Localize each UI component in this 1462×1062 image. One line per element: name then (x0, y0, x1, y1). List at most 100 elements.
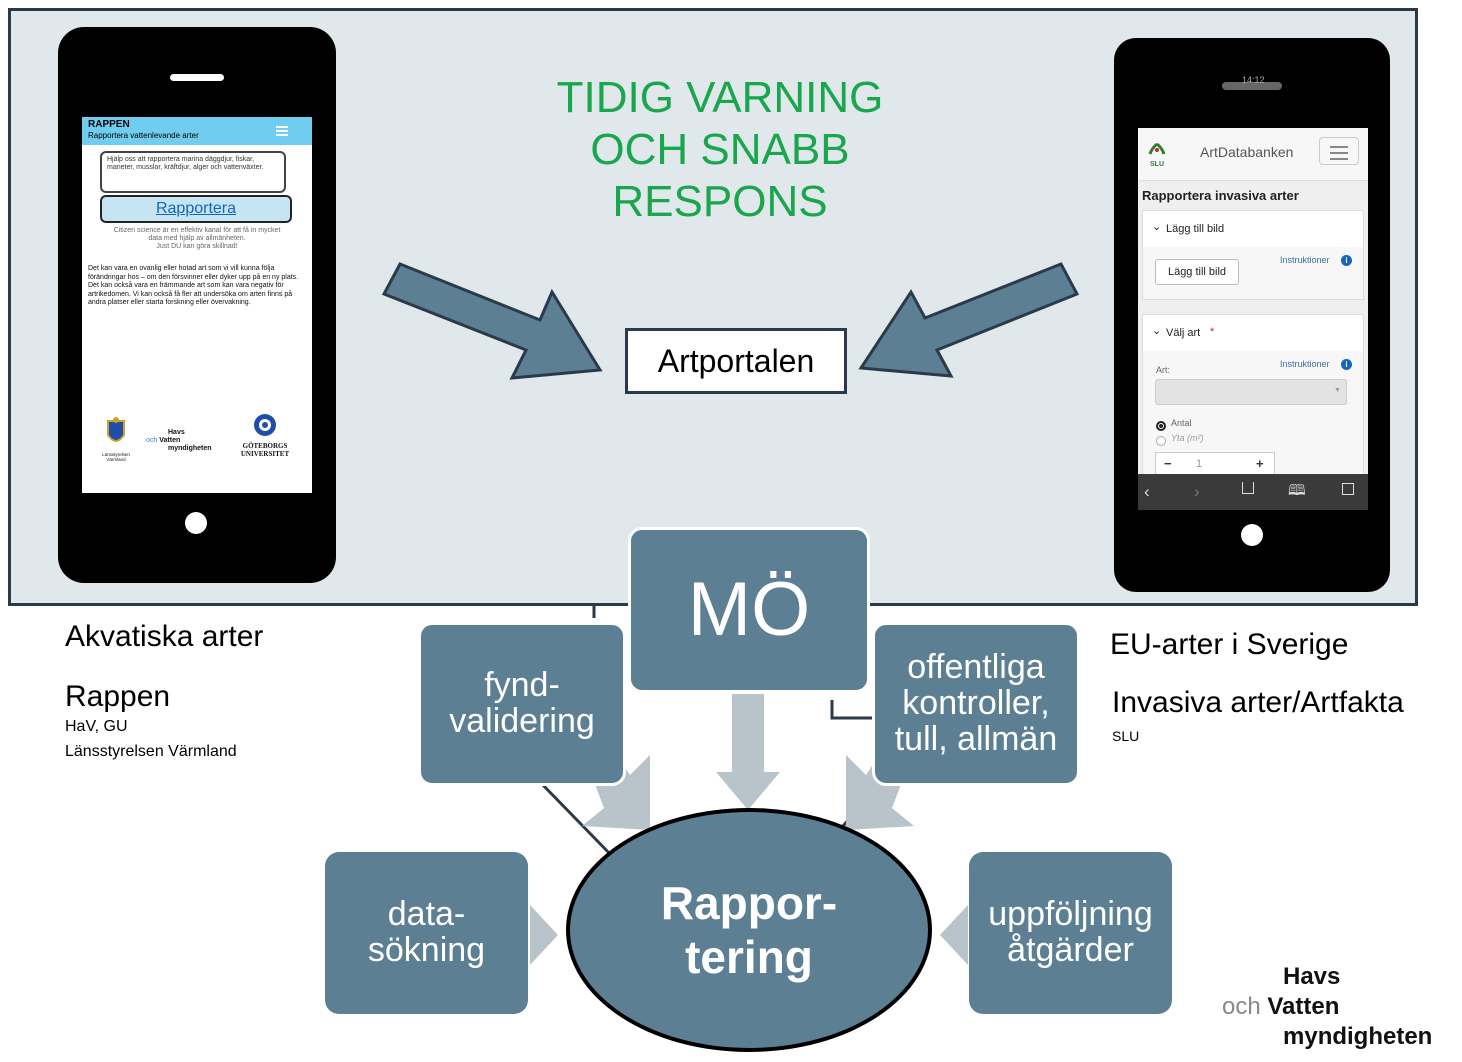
select-caret-icon: ▼ (1334, 387, 1341, 394)
rappen-title: RAPPEN (88, 119, 130, 130)
headline-line3: RESPONS (612, 177, 828, 226)
section-add-image-header[interactable]: ⌄ Lägg till bild (1143, 211, 1363, 247)
radio-area-label: Yta (m²) (1171, 433, 1204, 443)
slu-text: SLU (1150, 161, 1164, 168)
radio-count-icon[interactable] (1156, 421, 1166, 431)
tile-data-line1: data- (387, 895, 466, 934)
right-phone-home-button[interactable] (1241, 524, 1263, 546)
left-phone-home-button[interactable] (185, 512, 207, 534)
rappen-body-text: Det kan vara en ovanlig eller hotad art … (88, 265, 299, 306)
coat-of-arms-icon (107, 417, 125, 442)
tile-fynd-line1: fynd- (484, 666, 560, 705)
left-caption-line1: HaV, GU (65, 718, 128, 735)
rappen-header: RAPPEN Rapportera vattenlevande arter (82, 117, 312, 145)
right-caption-title: EU-arter i Sverige (1110, 628, 1349, 661)
hav-small-line2: Vatten (159, 437, 181, 444)
arrow-uppfoljning-left (940, 905, 968, 965)
left-phone-screen: RAPPEN Rapportera vattenlevande arter Hj… (82, 117, 312, 493)
left-phone-speaker (170, 74, 224, 81)
app-title: ArtDatabanken (1200, 144, 1294, 160)
left-phone: RAPPEN Rapportera vattenlevande arter Hj… (58, 27, 336, 583)
artportalen-box: Artportalen (625, 328, 847, 394)
section-choose-species-header[interactable]: ⌄ Välj art * (1143, 315, 1363, 351)
tile-uppfoljning: uppföljning åtgärder (969, 852, 1172, 1014)
tile-mo: MÖ (628, 527, 870, 693)
rappen-subtitle: Rapportera vattenlevande arter (88, 131, 199, 140)
gu-line1: GÖTEBORGS (242, 442, 288, 450)
hav-small-line1: Havs (168, 429, 185, 436)
speech-bubble: Hjälp oss att rapportera marina däggdjur… (100, 151, 286, 193)
headline-line2: OCH SNABB (590, 125, 850, 174)
tile-offentliga-line1: offentliga (907, 648, 1045, 687)
quantity-stepper[interactable]: − 1 + (1155, 452, 1275, 476)
hamburger-menu-icon[interactable] (276, 126, 288, 136)
bookmarks-icon[interactable]: 🕮 (1288, 482, 1306, 499)
share-icon[interactable] (1242, 482, 1254, 494)
tile-offentliga-line2: kontroller, (902, 684, 1050, 723)
left-caption-subtitle: Rappen (65, 680, 171, 713)
left-caption-title: Akvatiska arter (65, 620, 264, 653)
rapportera-button[interactable]: Rapportera (100, 195, 292, 223)
hav-small-line3: myndigheten (168, 445, 212, 452)
gu-line2: UNIVERSITET (240, 450, 290, 458)
forward-icon[interactable]: › (1194, 482, 1200, 501)
instructions-link-1[interactable]: Instruktioner (1280, 255, 1330, 265)
tile-offentliga: offentliga kontroller, tull, allmän (872, 622, 1080, 786)
report-page-title: Rapportera invasiva arter (1142, 188, 1299, 203)
required-mark: * (1210, 326, 1215, 338)
tile-mo-label: MÖ (687, 567, 811, 653)
status-time: 14:12 (1242, 75, 1265, 85)
back-icon[interactable]: ‹ (1144, 482, 1150, 501)
slu-logo: SLU (1144, 142, 1170, 168)
right-phone: 14:12 SLU ArtDatabanken Rapportera invas… (1114, 38, 1390, 592)
havochvatten-logo-small: Havs och Vatten myndigheten (146, 429, 212, 453)
slu-leaf-icon (1148, 142, 1166, 155)
chevron-down-icon-2: ⌄ (1152, 325, 1162, 337)
add-image-button[interactable]: Lägg till bild (1155, 259, 1239, 285)
stepper-minus[interactable]: − (1164, 456, 1172, 471)
tile-uppfoljning-line2: åtgärder (1007, 931, 1134, 969)
instructions-link-2[interactable]: Instruktioner (1280, 359, 1330, 369)
right-caption-subtitle: Invasiva arter/Artfakta (1112, 686, 1404, 719)
havochvatten-logo: Havs och Vatten myndigheten (1222, 962, 1432, 1052)
browser-toolbar: ‹ › 🕮 (1138, 474, 1368, 510)
menu-toggle-button[interactable] (1319, 137, 1359, 165)
section-add-image: ⌄ Lägg till bild Instruktioner i Lägg ti… (1142, 210, 1364, 300)
section-add-image-title: Lägg till bild (1166, 223, 1225, 235)
left-big-arrow (381, 262, 603, 380)
radio-area-icon[interactable] (1156, 436, 1166, 446)
headline: TIDIG VARNING OCH SNABB RESPONS (480, 72, 960, 228)
stepper-value[interactable]: 1 (1196, 458, 1203, 470)
arrow-fynd-down (582, 755, 650, 830)
artdatabanken-header: SLU ArtDatabanken (1138, 128, 1368, 181)
tile-fynd-line2: validering (449, 702, 595, 740)
tile-uppfoljning-line1: uppföljning (988, 895, 1153, 934)
chevron-down-icon: ⌄ (1152, 221, 1162, 233)
lansstyrelsen-text: Länsstyrelsen Värmland (102, 452, 130, 462)
tile-offentliga-line3: tull, allmän (894, 719, 1058, 758)
tile-datasokning: data- sökning (325, 852, 528, 1014)
section-choose-species-title: Välj art (1166, 327, 1201, 339)
footer-logo-prefix: och (1222, 993, 1261, 1020)
bubble-text: Hjälp oss att rapportera marina däggdjur… (107, 156, 264, 171)
headline-line1: TIDIG VARNING (556, 73, 884, 122)
right-phone-speaker (1222, 82, 1282, 90)
tabs-icon[interactable] (1342, 483, 1354, 495)
footer-logo-line1: Havs (1283, 963, 1341, 990)
species-select[interactable]: ▼ (1155, 379, 1347, 405)
hav-small-prefix: och (146, 437, 158, 444)
gu-logo: GÖTEBORGS UNIVERSITET (220, 413, 310, 458)
citizen-line1: Citizen science är en effektiv kanal för… (113, 227, 281, 234)
left-caption-line2: Länsstyrelsen Värmland (65, 743, 237, 760)
tile-data-line2: sökning (367, 931, 486, 969)
info-icon-2[interactable]: i (1341, 359, 1352, 370)
lansstyrelsen-logo: Länsstyrelsen Värmland (98, 417, 134, 467)
artportalen-label: Artportalen (657, 342, 815, 379)
section-choose-species: ⌄ Välj art * Instruktioner i Art: ▼ Anta… (1142, 314, 1364, 510)
footer-logo-line3: myndigheten (1283, 1023, 1433, 1050)
gu-seal-icon (254, 414, 276, 436)
species-label: Art: (1156, 365, 1171, 375)
info-icon[interactable]: i (1341, 255, 1352, 266)
stepper-plus[interactable]: + (1256, 456, 1264, 471)
